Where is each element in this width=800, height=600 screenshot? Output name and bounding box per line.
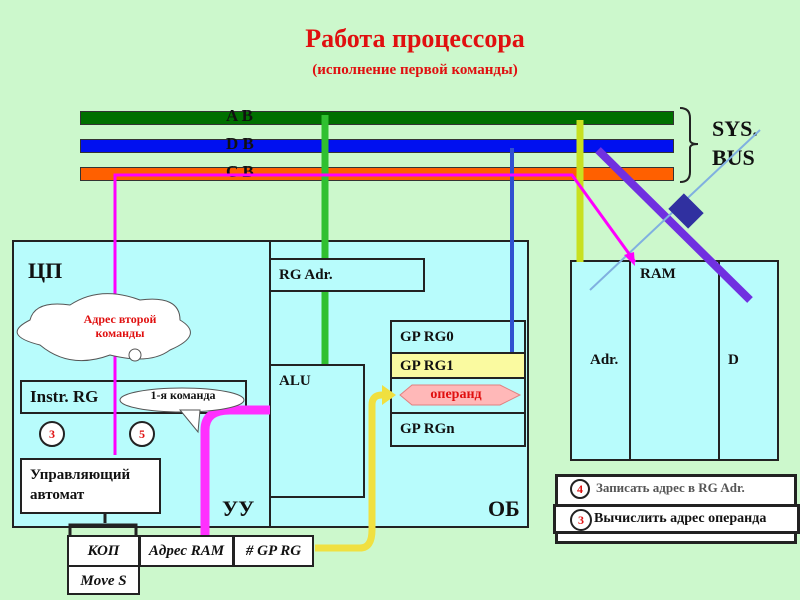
switch-element bbox=[668, 193, 704, 229]
automaton-connector bbox=[68, 513, 138, 535]
operational-unit-label: ОБ bbox=[488, 496, 520, 521]
gp-rg0-label: GP RG0 bbox=[400, 329, 454, 345]
slide-title: Работа процессора bbox=[305, 24, 525, 53]
ram-data-link bbox=[595, 147, 753, 303]
rg-adr-label: RG Adr. bbox=[279, 267, 333, 283]
step-4-text: Записать адрес в RG Adr. bbox=[596, 480, 745, 495]
operand-arrow bbox=[399, 384, 522, 406]
slide-subtitle: (исполнение первой команды) bbox=[312, 62, 518, 78]
control-automaton: Управляющий автомат bbox=[20, 458, 161, 514]
current-step-text: Вычислить адрес операнда bbox=[594, 511, 767, 526]
cloud-bubble bbox=[128, 348, 142, 362]
gp-rg-arrow bbox=[315, 391, 392, 552]
alu-label: ALU bbox=[279, 373, 311, 389]
address-bus bbox=[80, 111, 674, 125]
opcode-value-cell: Move S bbox=[67, 565, 140, 595]
gp-rg-arrowhead bbox=[382, 385, 396, 405]
instr-rg-label: Instr. RG bbox=[30, 387, 99, 406]
ram-address-arrow bbox=[200, 405, 270, 536]
gp-rg-cell: # GP RG bbox=[233, 535, 314, 567]
cloud-text: Адрес второй команды bbox=[83, 312, 157, 340]
data-bus bbox=[80, 139, 674, 153]
step-circle-5: 5 bbox=[129, 421, 155, 447]
sys-bus-label-2: BUS bbox=[712, 145, 755, 170]
opcode-cell: КОП bbox=[67, 535, 140, 567]
cpu-label: ЦП bbox=[28, 258, 63, 283]
address-bus-label: A B bbox=[226, 106, 253, 125]
ram-label: RAM bbox=[640, 266, 676, 282]
ram-data-label: D bbox=[728, 352, 739, 368]
alu: ALU bbox=[269, 364, 365, 498]
current-step: 3 Вычислить адрес операнда bbox=[553, 504, 800, 534]
rg-adr-register: RG Adr. bbox=[269, 258, 425, 292]
gp-rgn: GP RGn bbox=[390, 412, 526, 447]
operand-label: операнд bbox=[430, 387, 482, 402]
control-signal-arrowhead bbox=[624, 252, 635, 266]
step-4-num: 4 bbox=[570, 479, 590, 499]
sys-bus-label-1: SYS. bbox=[712, 116, 758, 141]
ram-cells bbox=[629, 260, 720, 461]
data-bus-label: D B bbox=[226, 134, 254, 153]
ram-address-cell: Адрес RAM bbox=[139, 535, 234, 567]
callout-text: 1-я команда bbox=[150, 388, 216, 402]
ram-adr-label: Adr. bbox=[590, 352, 619, 368]
callout-tail bbox=[178, 409, 201, 434]
gp-rgn-label: GP RGn bbox=[400, 421, 455, 437]
bus-brace bbox=[679, 107, 699, 183]
current-step-num: 3 bbox=[570, 509, 592, 531]
step-circle-3: 3 bbox=[39, 421, 65, 447]
gp-rg1-label: GP RG1 bbox=[400, 358, 454, 374]
control-unit-label: УУ bbox=[222, 496, 255, 521]
cloud-shape bbox=[16, 293, 191, 362]
